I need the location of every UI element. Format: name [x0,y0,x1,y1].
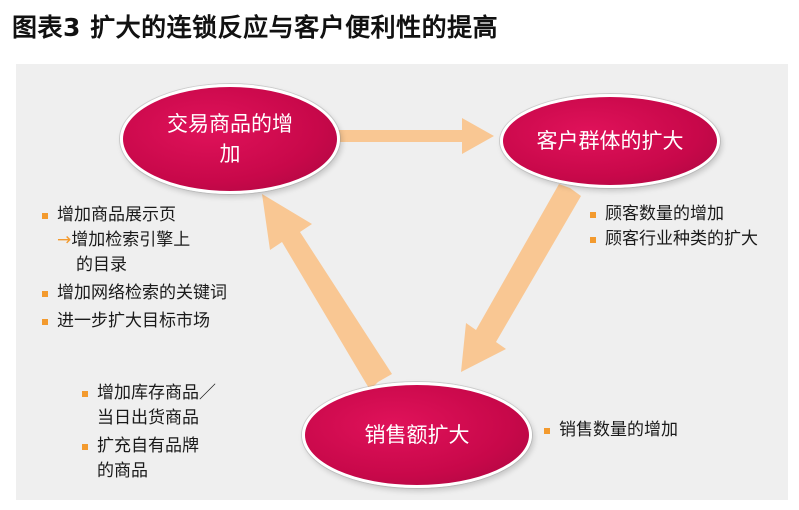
list-item: 增加库存商品／ [82,381,216,406]
list-item: 增加网络检索的关键词 [42,281,227,306]
arrow-trade-to-customer [330,118,494,154]
list-subitem: 的商品 [97,461,148,481]
page-title: 图表3 扩大的连锁反应与客户便利性的提高 [12,13,499,42]
list-subitem-text: 增加检索引擎上 [71,230,191,250]
node-trade-goods-increase: 交易商品的增加 [120,84,340,194]
inventory-bullet-list: 增加库存商品／ 当日出货商品 扩充自有品牌 的商品 [82,381,216,484]
list-item: 增加商品展示页 [42,203,227,228]
node-sales-expansion: 销售额扩大 [302,382,532,488]
node-customer-expansion: 客户群体的扩大 [500,94,720,188]
sales-bullet-list: 销售数量的增加 [544,418,678,443]
arrow-right-icon: → [57,230,72,250]
list-subitem: 当日出货商品 [97,408,199,428]
node-customer-label: 客户群体的扩大 [536,129,684,153]
list-subitem: →增加检索引擎上 [42,228,227,253]
customer-bullet-list: 顾客数量的增加 顾客行业种类的扩大 [590,202,758,252]
list-item: 顾客行业种类的扩大 [590,227,758,252]
list-item: 扩充自有品牌 [82,434,216,459]
node-sales-label: 销售额扩大 [364,423,470,447]
arrow-sales-to-trade [262,194,392,390]
trade-bullet-list: 增加商品展示页 →增加检索引擎上 的目录 增加网络检索的关键词 进一步扩大目标市… [42,203,227,334]
list-item: 顾客数量的增加 [590,202,758,227]
list-subitem: 的目录 [76,255,127,275]
arrow-customer-to-sales [461,184,581,372]
list-item: 销售数量的增加 [544,418,678,443]
node-trade-label: 交易商品的增加 [167,112,293,166]
list-item: 进一步扩大目标市场 [42,309,227,334]
